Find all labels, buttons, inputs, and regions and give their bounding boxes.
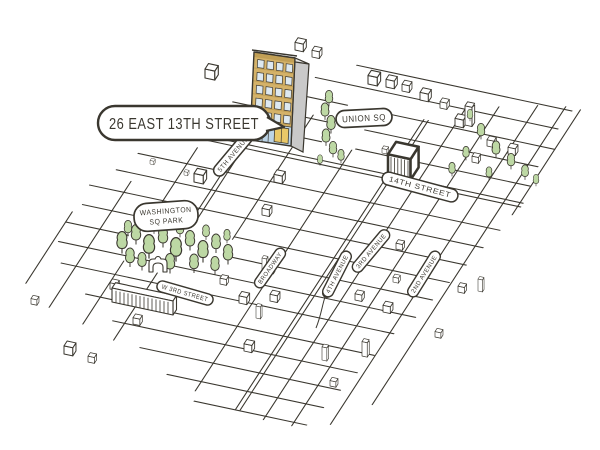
label-text: UNION SQ — [342, 112, 386, 124]
tree-icon — [321, 128, 331, 147]
building — [354, 289, 365, 302]
building — [63, 340, 77, 357]
washington-arch — [148, 255, 168, 273]
building — [471, 152, 482, 164]
striped-store-building — [381, 140, 420, 182]
building — [382, 300, 394, 314]
union-square-park — [317, 90, 345, 167]
tree-icon — [506, 152, 516, 170]
tree-icon — [197, 240, 209, 264]
label-text-line2: SQ PARK — [149, 215, 184, 226]
building — [294, 37, 307, 53]
building — [395, 239, 406, 251]
building — [439, 97, 450, 110]
tree-icon — [328, 140, 338, 158]
building — [193, 167, 208, 185]
long-building — [111, 282, 178, 316]
callout-tail — [265, 116, 286, 133]
building — [381, 145, 389, 155]
label-union-sq: UNION SQ — [335, 107, 393, 129]
building — [329, 377, 339, 388]
label-text: 2ND AVENUE — [410, 254, 439, 294]
building — [457, 282, 468, 294]
tree-icon — [476, 123, 486, 140]
building — [392, 273, 401, 284]
building — [434, 328, 444, 339]
washington-square-park — [116, 218, 234, 275]
building — [385, 74, 398, 90]
label-text: BROADWAY — [257, 251, 284, 285]
building — [419, 87, 432, 103]
tree-icon — [521, 164, 529, 181]
car — [183, 169, 190, 177]
building — [269, 289, 281, 303]
building — [87, 352, 98, 364]
building — [367, 69, 382, 87]
building — [219, 274, 230, 286]
building — [243, 339, 256, 354]
place-labels: UNION SQ WASHINGTON SQ PARK — [133, 107, 393, 233]
callout-text: 26 EAST 13TH STREET — [109, 116, 259, 133]
building — [204, 63, 219, 81]
car — [149, 158, 156, 166]
label-washington-sq-park: WASHINGTON SQ PARK — [133, 199, 199, 233]
tree-icon — [337, 149, 345, 164]
label-3rd-avenue: 3RD AVENUE — [351, 229, 391, 273]
tree-icon — [222, 244, 234, 265]
tree-icon — [116, 231, 128, 255]
building — [401, 79, 413, 93]
building — [361, 338, 370, 358]
tree-icon — [448, 162, 456, 177]
tree-icon — [211, 233, 221, 254]
building — [477, 276, 485, 293]
tree-icon — [491, 140, 501, 159]
tree-icon — [125, 247, 135, 268]
building — [132, 313, 143, 326]
building — [30, 295, 40, 306]
tree-icon — [210, 256, 220, 275]
label-text-line1: WASHINGTON — [139, 205, 192, 218]
tree-icon — [137, 251, 147, 271]
tree-icon — [223, 229, 231, 244]
building — [321, 343, 329, 362]
address-callout: 26 EAST 13TH STREET — [96, 104, 286, 142]
label-14th-street: 14TH STREET — [381, 171, 459, 203]
label-text: 3RD AVENUE — [355, 233, 388, 270]
building — [311, 45, 323, 59]
building — [255, 303, 263, 320]
tree-icon — [202, 224, 210, 241]
tree-icon — [532, 174, 540, 187]
building — [238, 291, 251, 306]
building — [261, 203, 273, 217]
tree-icon — [184, 230, 196, 251]
tree-icon — [462, 146, 470, 161]
building — [273, 169, 286, 185]
